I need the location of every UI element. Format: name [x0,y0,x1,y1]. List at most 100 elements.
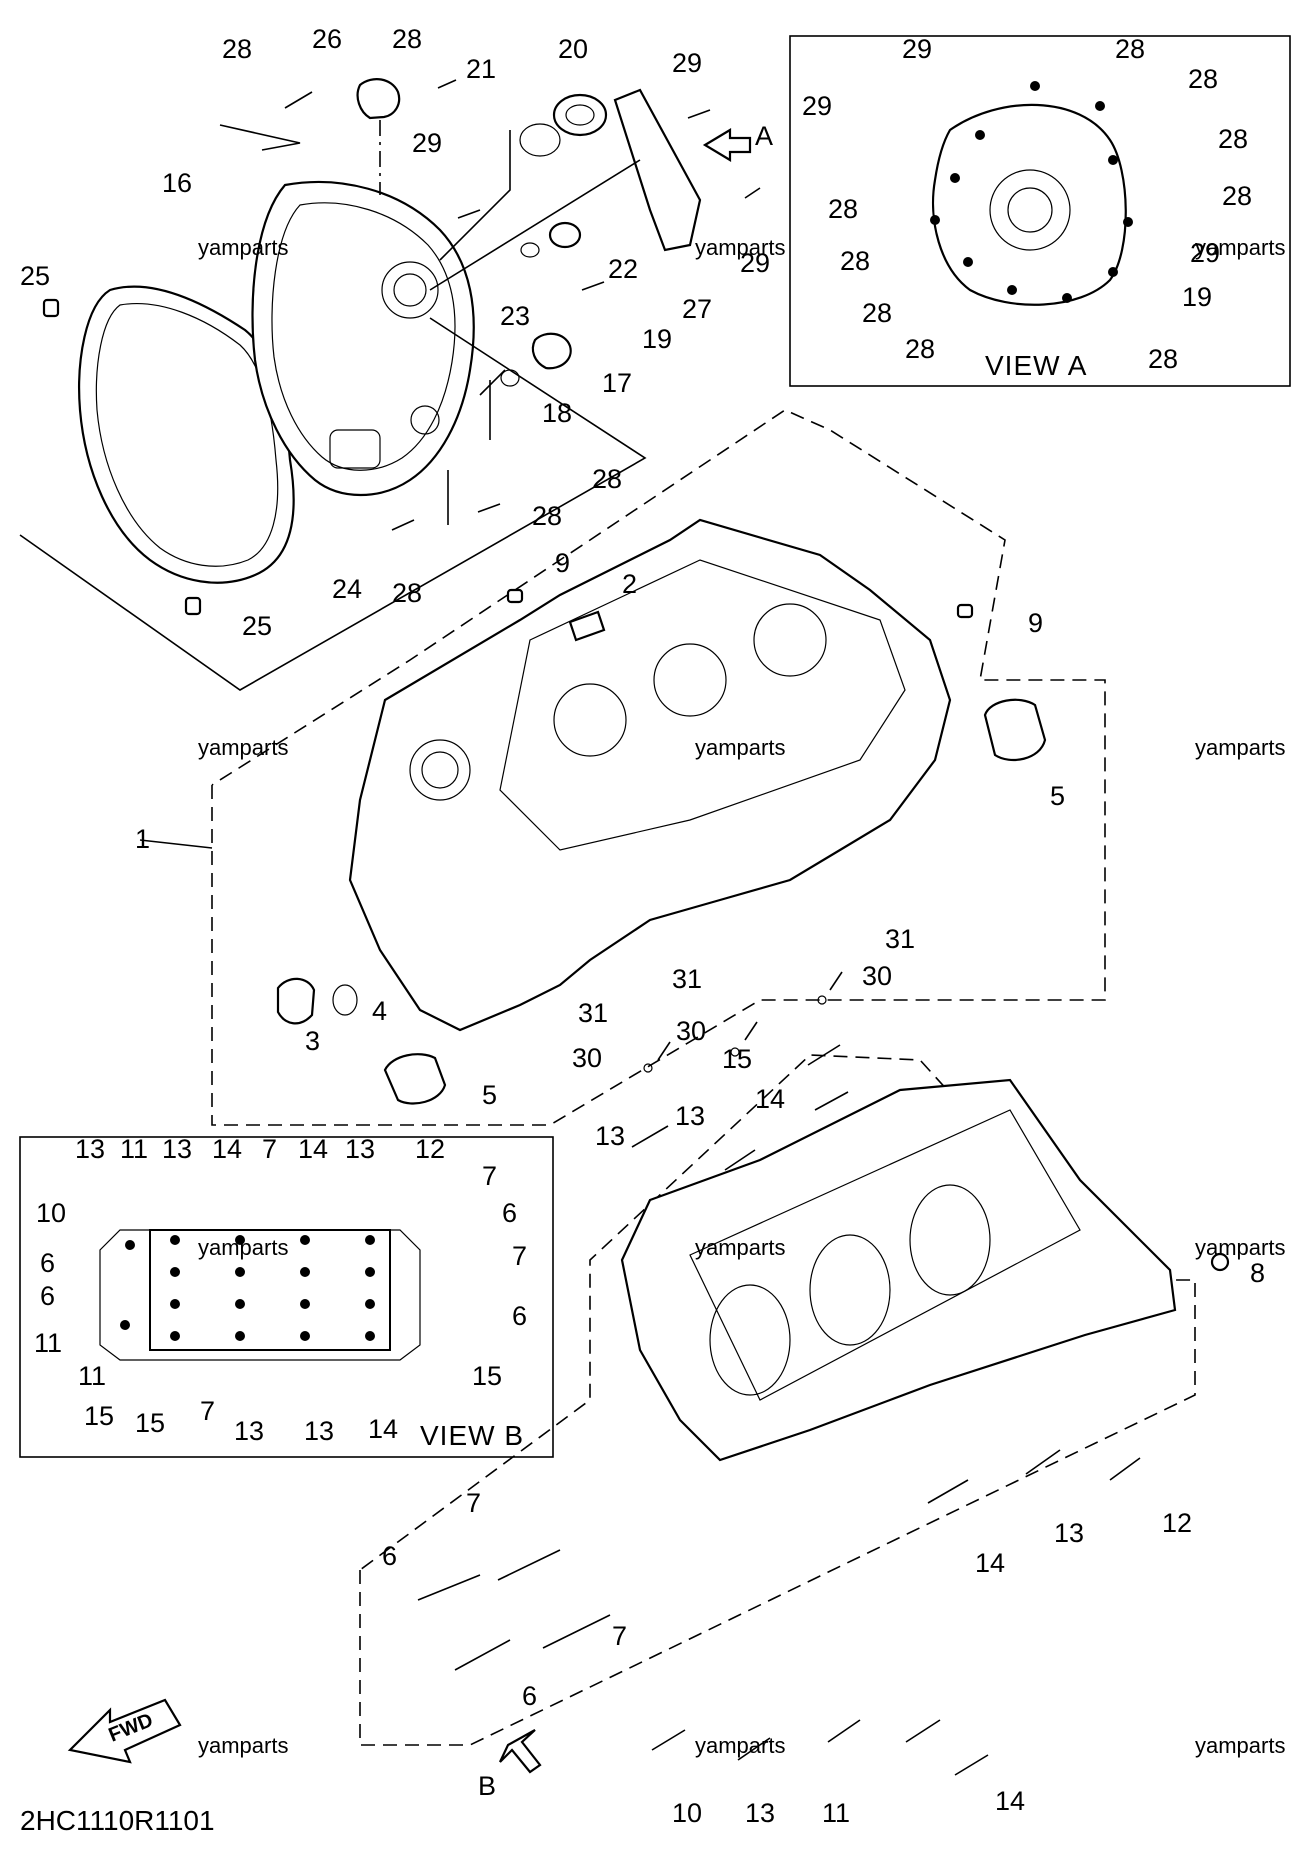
view-b-callout: 13 [345,1134,375,1164]
view-b-callout: 15 [135,1408,165,1438]
view-b-callout: 13 [162,1134,192,1164]
view-b-callout: 14 [298,1134,328,1164]
view-b-callout: 12 [415,1134,445,1164]
callout-4: 4 [372,996,387,1026]
callout-28: 28 [392,24,422,54]
view-a-title: VIEW A [985,350,1087,381]
callout-2: 2 [622,569,637,599]
view-a-callout: 28 [1115,34,1145,64]
watermark: yamparts [1195,1733,1285,1758]
view-b-callout: 6 [40,1248,55,1278]
watermark: yamparts [1195,1235,1285,1260]
view-b-callout: 11 [120,1134,148,1164]
callout-1: 1 [135,824,150,854]
callout-15: 15 [722,1044,752,1074]
watermark: yamparts [695,1235,785,1260]
view-a-callout: 28 [862,298,892,328]
callout-13: 13 [595,1121,625,1151]
watermark: yamparts [695,1733,785,1758]
callout-30: 30 [572,1043,602,1073]
watermark: yamparts [198,735,288,760]
callout-30: 30 [862,961,892,991]
callout-labels: 1 2 3 4 5 5 6 6 7 7 8 9 9 10 11 12 13 13… [20,24,1265,1828]
view-b-callout: 14 [212,1134,242,1164]
view-b-callout: 13 [234,1416,264,1446]
callout-13: 13 [675,1101,705,1131]
callout-29: 29 [672,48,702,78]
callout-30: 30 [676,1016,706,1046]
view-a-labels: 29 28 29 28 28 28 28 29 28 19 28 28 28 V… [755,34,1252,381]
view-b-callout: 11 [34,1328,62,1358]
view-b-labels: 13 11 13 14 7 14 13 12 7 10 6 6 6 7 6 6 … [34,1134,527,1801]
view-b-box [19,1136,554,1458]
view-b-callout: 14 [368,1414,398,1444]
callout-9: 9 [1028,608,1043,638]
callout-28: 28 [392,578,422,608]
view-a-callout: 28 [1218,124,1248,154]
callout-26: 26 [312,24,342,54]
upper-crankcase-shape [348,518,952,1032]
callout-25: 25 [242,611,272,641]
callout-7: 7 [612,1621,627,1651]
fwd-arrow-icon: FWD [67,1698,182,1764]
callout-11: 11 [822,1798,850,1828]
view-b-callout: 6 [502,1198,517,1228]
callout-24: 24 [332,574,362,604]
upper-crankcase-group [139,409,1106,1126]
view-a-callout: 28 [905,334,935,364]
callout-10: 10 [672,1798,702,1828]
callout-28: 28 [532,501,562,531]
callout-14: 14 [995,1786,1025,1816]
callout-31: 31 [885,924,915,954]
view-b-callout: 6 [40,1281,55,1311]
callout-25: 25 [20,261,50,291]
view-b-title: VIEW B [420,1420,524,1451]
crankcase-cover-group [19,78,761,691]
callout-12: 12 [1162,1508,1192,1538]
callout-3: 3 [305,1026,320,1056]
lower-crankcase-group [359,1044,1230,1776]
watermarks: yamparts yamparts yamparts yamparts yamp… [198,235,1285,1758]
watermark: yamparts [198,235,288,260]
callout-23: 23 [500,301,530,331]
callout-7: 7 [466,1488,481,1518]
callout-21: 21 [466,54,496,84]
callout-14: 14 [755,1084,785,1114]
arrow-a-label: A [755,121,773,151]
lower-crankcase-shape [620,1078,1177,1462]
callout-5: 5 [1050,781,1065,811]
watermark: yamparts [695,735,785,760]
view-b-callout: 7 [262,1134,277,1164]
callout-18: 18 [542,398,572,428]
callout-28: 28 [592,464,622,494]
view-b-callout: 13 [304,1416,334,1446]
callout-31: 31 [672,964,702,994]
callout-5: 5 [482,1080,497,1110]
callout-13: 13 [1054,1518,1084,1548]
view-a-arrow [702,128,752,162]
arrow-b-label: B [478,1771,496,1801]
watermark: yamparts [1195,735,1285,760]
view-a-callout: 29 [902,34,932,64]
view-a-callout: 28 [1188,64,1218,94]
callout-28: 28 [222,34,252,64]
view-b-callout: 15 [84,1401,114,1431]
callout-29: 29 [740,248,770,278]
callout-20: 20 [558,34,588,64]
callout-6: 6 [522,1681,537,1711]
view-a-callout: 19 [1182,282,1212,312]
callout-6: 6 [382,1541,397,1571]
callout-19: 19 [642,324,672,354]
view-b-callout: 10 [36,1198,66,1228]
view-a-callout: 28 [1222,181,1252,211]
view-a-callout: 29 [802,91,832,121]
crankcase-cover-shape [251,180,475,496]
callout-22: 22 [608,254,638,284]
watermark: yamparts [695,235,785,260]
view-b-callout: 7 [200,1396,215,1426]
view-a-box [789,35,1291,387]
cover-gasket-shape [78,285,295,584]
callout-8: 8 [1250,1258,1265,1288]
view-b-callout: 7 [512,1241,527,1271]
